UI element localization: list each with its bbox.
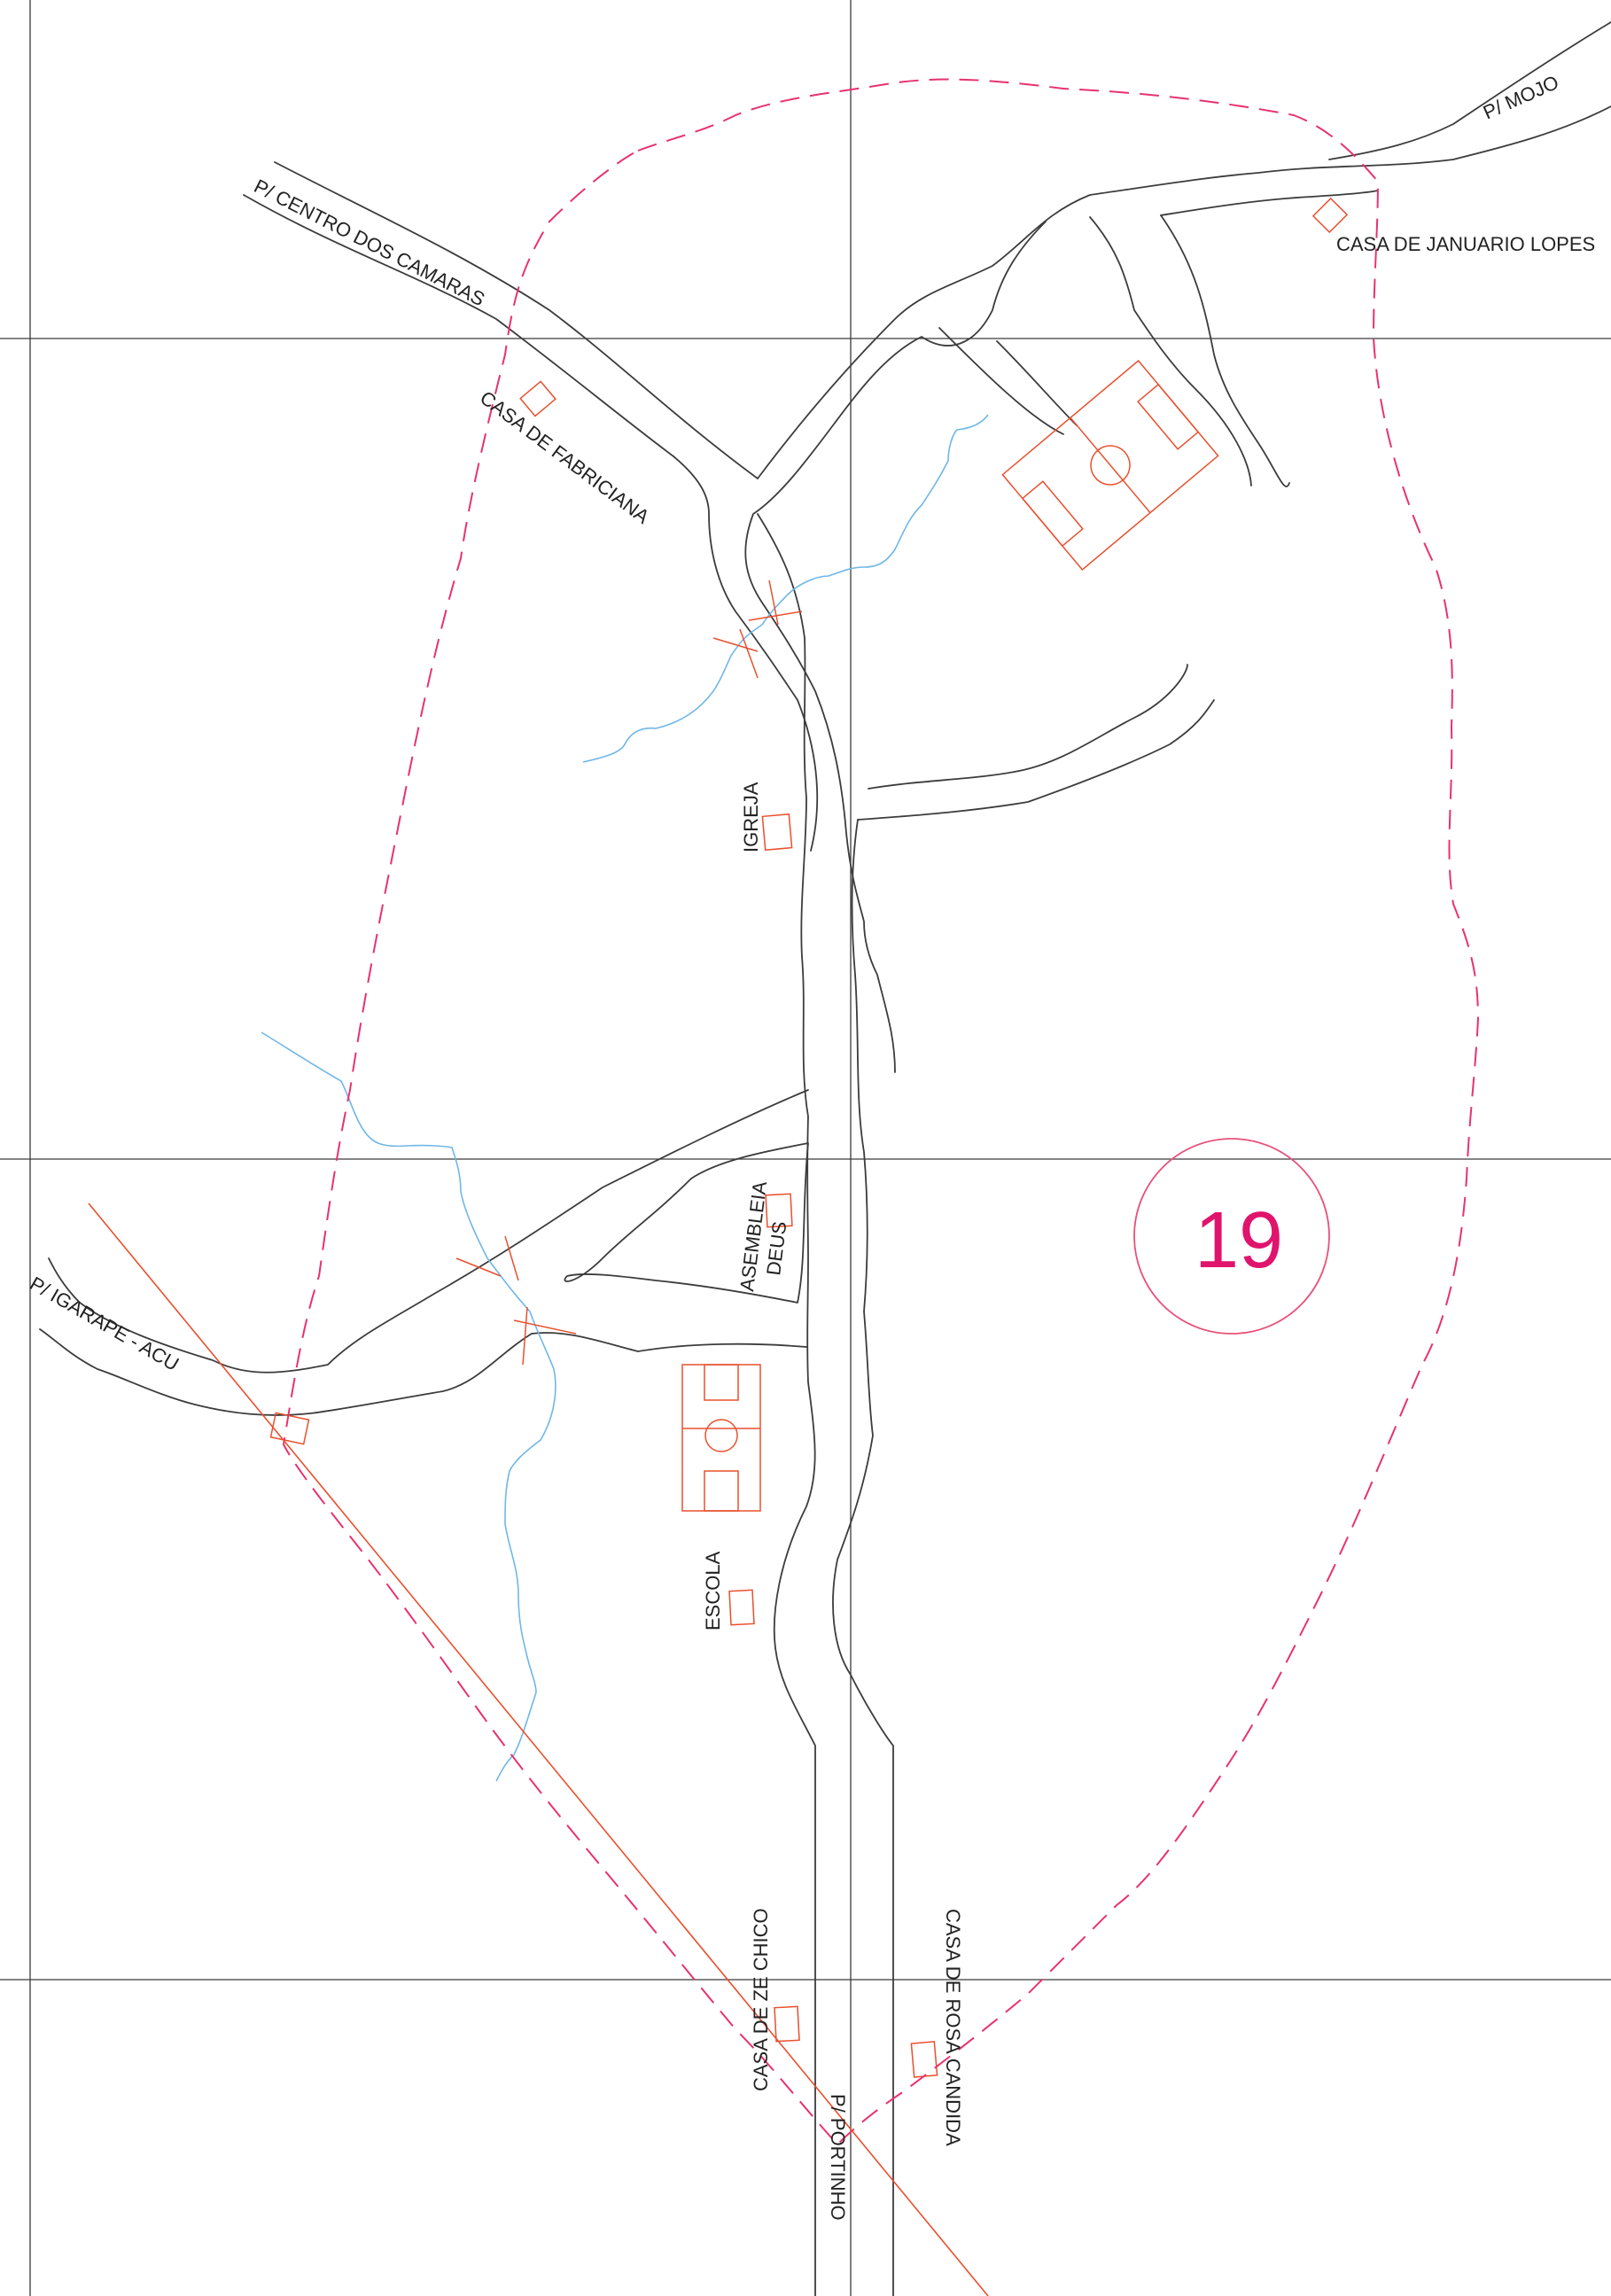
stream-north xyxy=(582,414,989,763)
house-asembleia xyxy=(765,1193,793,1228)
bridges xyxy=(455,580,803,1366)
sheet-number-circle xyxy=(1133,1138,1330,1335)
football-field-south xyxy=(681,1364,761,1512)
label-casa-fabriciana: CASA DE FABRICIANA xyxy=(476,386,654,528)
streams xyxy=(261,414,989,1782)
road-inner-curve xyxy=(744,221,1047,1073)
road-field-access-2 xyxy=(996,340,1078,426)
house-rosa xyxy=(910,2041,938,2078)
label-asembleia: ASEMBLEIA xyxy=(735,1179,771,1292)
label-p-centro-dos-camaras: P/ CENTRO DOS CAMARAS xyxy=(251,175,488,310)
road-igarape-lower-edge xyxy=(39,1328,807,1416)
road-east-upper xyxy=(868,664,1188,790)
roads xyxy=(39,21,1611,2296)
road-main-east-edge xyxy=(832,819,894,2296)
label-escola: ESCOLA xyxy=(702,1551,724,1631)
road-centro-lower-edge xyxy=(243,194,819,852)
bridge-north-2 xyxy=(712,628,759,679)
label-deus: DEUS xyxy=(762,1220,790,1277)
road-field-access-1 xyxy=(938,327,1064,435)
house-januario xyxy=(1311,197,1349,234)
label-igreja: IGREJA xyxy=(740,782,762,852)
label-p-portinho: P/ PORTINHO xyxy=(827,2094,849,2221)
house-ze-chico xyxy=(774,2005,800,2043)
house-escola xyxy=(728,1589,755,1626)
bridge-south-1 xyxy=(455,1235,519,1281)
road-mojo-north-branch-2 xyxy=(1089,216,1252,486)
road-mojo-edge xyxy=(757,105,1611,479)
label-casa-januario-lopes: CASA DE JANUARIO LOPES xyxy=(1336,233,1595,255)
road-main-west-edge xyxy=(757,513,816,2296)
bridge-south-2 xyxy=(513,1306,577,1366)
road-asembleia-triangle xyxy=(564,1142,809,1304)
stream-south xyxy=(261,1031,556,1782)
house-fabriciana xyxy=(519,380,556,417)
road-mojo-edge-2 xyxy=(1328,21,1611,160)
road-igarape-upper-edge xyxy=(48,1089,809,1374)
buildings xyxy=(269,197,1349,2078)
map-labels: P/ MOJO P/ CENTRO DOS CAMARAS CASA DE JA… xyxy=(27,71,1596,2221)
house-igarape-junction xyxy=(269,1412,310,1445)
label-p-igarape-acu: P/ IGARAPE - ACU xyxy=(27,1273,183,1375)
label-casa-ze-chico: CASA DE ZE CHICO xyxy=(750,1908,772,2091)
road-east-lower xyxy=(857,699,1215,821)
bridge-north-1 xyxy=(748,580,803,626)
road-mojo-north-branch xyxy=(1160,214,1290,487)
road-centro-upper-edge xyxy=(274,161,759,479)
house-igreja xyxy=(761,813,793,852)
sheet-number: 19 xyxy=(1195,1196,1283,1285)
sheet-number-marker: 19 xyxy=(1133,1138,1330,1335)
road-mojo-inner xyxy=(1160,190,1379,216)
survey-axis-line xyxy=(88,1202,989,2296)
label-casa-rosa-candida: CASA DE ROSA CANDIDA xyxy=(942,1909,964,2146)
community-boundary xyxy=(282,78,1480,2146)
football-field-north xyxy=(1001,360,1219,571)
